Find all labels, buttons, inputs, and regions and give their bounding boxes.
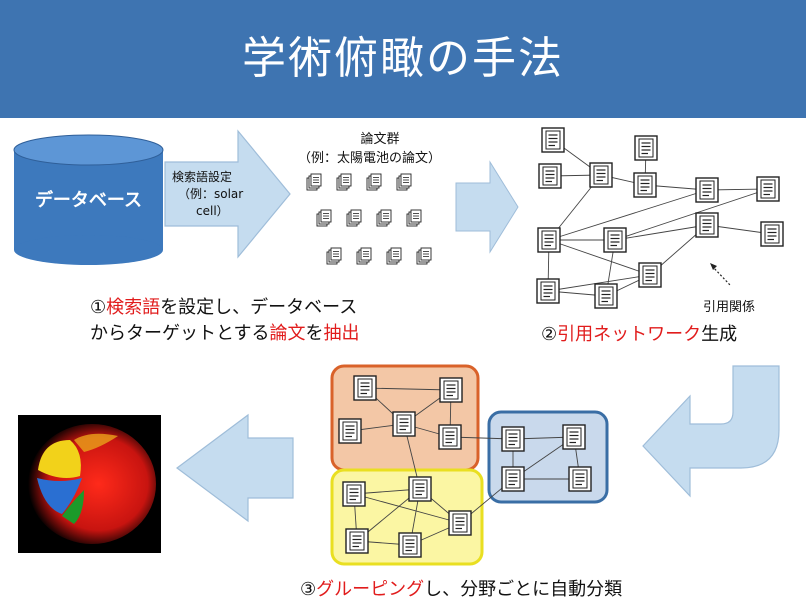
database-cylinder-icon [13, 134, 164, 265]
search-term-line2: （例：solar [178, 187, 244, 201]
document-icon [541, 127, 565, 153]
citation-pointer [711, 265, 731, 286]
citation-label: 引用関係 [703, 300, 756, 315]
papers-group-title: 論文群 [360, 132, 400, 147]
search-term-line1: 検索語設定 [172, 170, 233, 184]
paper-grid [306, 173, 432, 265]
step1-caption-line1: ①検索語を設定し、データベース [90, 297, 358, 318]
right-arrow-icon [455, 160, 519, 254]
cluster-network [338, 375, 592, 558]
database-label: データベース [34, 190, 143, 211]
page-title: 学術俯瞰の手法 [242, 33, 564, 84]
curved-arrow-icon [642, 365, 780, 498]
title-banner [0, 0, 806, 118]
cluster-visualization-icon [18, 415, 161, 553]
left-arrow-icon [175, 413, 294, 523]
step2-caption: ②引用ネットワーク生成 [541, 324, 738, 345]
search-term-line3: cell） [196, 204, 229, 218]
citation-network [536, 127, 784, 309]
cluster-yellow [330, 468, 484, 566]
papers-group-example: （例：太陽電池の論文） [298, 151, 442, 166]
step3-caption: ③グルーピングし、分野ごとに自動分類 [300, 579, 623, 600]
step1-caption-line2: からターゲットとする論文を抽出 [90, 323, 360, 344]
search-term-arrow [164, 129, 291, 259]
